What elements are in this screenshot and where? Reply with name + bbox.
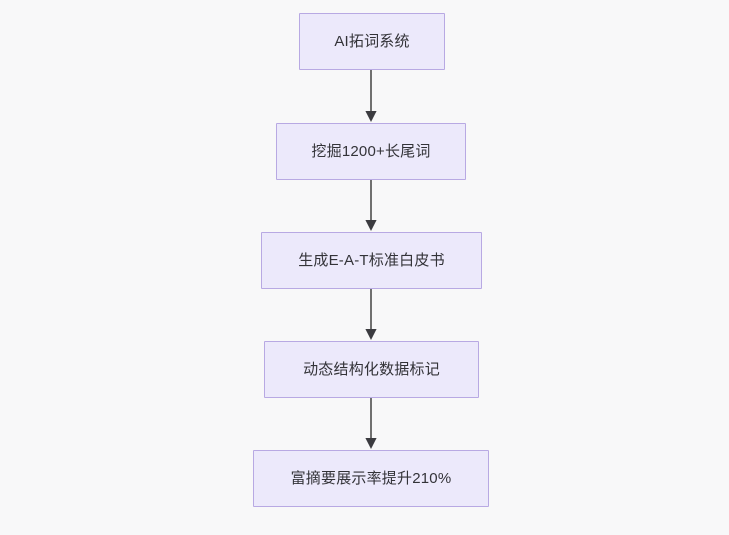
flow-node-dynamic-structured-data-markup[interactable]: 动态结构化数据标记 bbox=[264, 341, 479, 398]
flow-node-ai-keyword-system[interactable]: AI拓词系统 bbox=[299, 13, 445, 70]
edge-n1-n2 bbox=[365, 70, 377, 122]
flow-node-label: 富摘要展示率提升210% bbox=[290, 470, 452, 487]
edge-n4-n5 bbox=[365, 398, 377, 449]
flow-node-generate-eat-whitepaper[interactable]: 生成E-A-T标准白皮书 bbox=[261, 232, 482, 289]
flow-node-label: 生成E-A-T标准白皮书 bbox=[298, 252, 445, 269]
edge-n3-n4 bbox=[365, 289, 377, 340]
flow-node-label: AI拓词系统 bbox=[334, 33, 410, 50]
flow-node-label: 挖掘1200+长尾词 bbox=[311, 143, 431, 160]
flow-node-mine-longtail-keywords[interactable]: 挖掘1200+长尾词 bbox=[276, 123, 466, 180]
edge-n2-n3 bbox=[365, 180, 377, 231]
flow-node-label: 动态结构化数据标记 bbox=[303, 361, 440, 378]
flow-node-rich-snippet-impression-uplift[interactable]: 富摘要展示率提升210% bbox=[253, 450, 489, 507]
